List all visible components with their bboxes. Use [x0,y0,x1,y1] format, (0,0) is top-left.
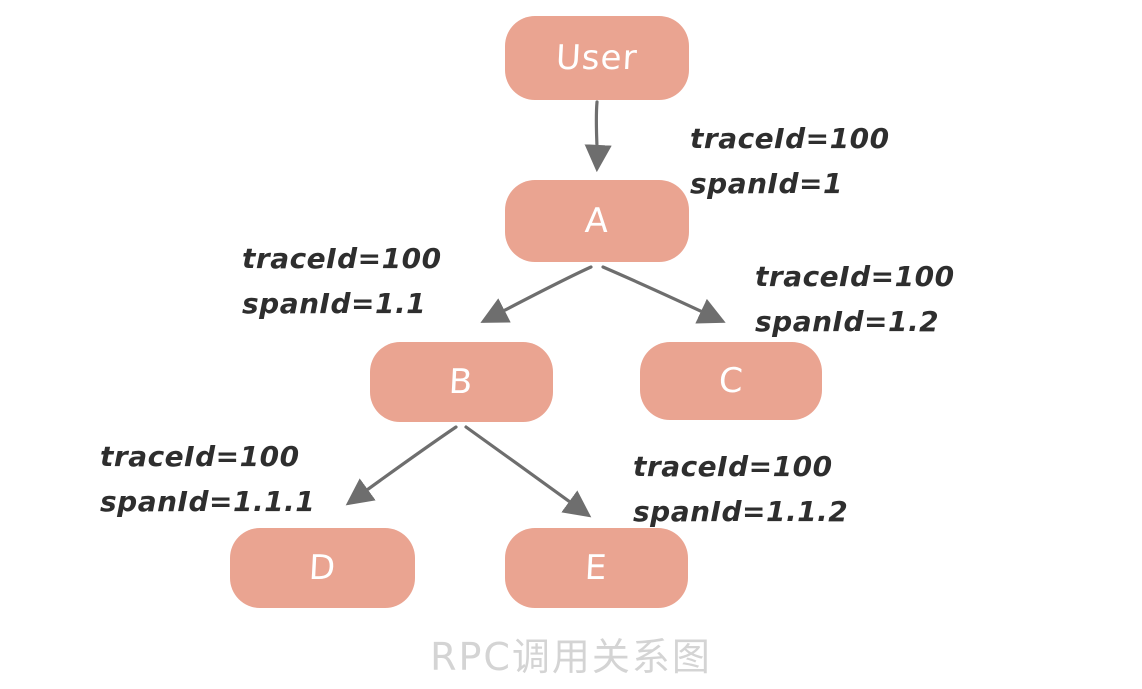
edge-label-a-b-line1: traceId=100 [242,242,442,275]
arrow-a-to-b [480,265,593,323]
node-user: User [505,16,689,100]
edge-label-b-e-line2: spanId=1.1.2 [633,495,849,528]
node-a: A [505,180,689,262]
node-d-label: D [307,548,338,588]
node-e-label: E [584,548,609,588]
edge-label-user-a-line2: spanId=1 [690,167,843,200]
node-a-label: A [583,201,611,241]
node-b: B [370,342,553,422]
edge-label-user-a: traceId=100 spanId=1 [690,116,890,206]
edge-label-a-c-line2: spanId=1.2 [755,305,940,338]
edge-label-user-a-line1: traceId=100 [690,122,890,155]
node-b-label: B [448,362,475,402]
edge-label-b-e-line1: traceId=100 [633,450,833,483]
edge-label-a-b-line2: spanId=1.1 [242,287,427,320]
edge-label-b-d-line2: spanId=1.1.1 [100,485,316,518]
node-d: D [230,528,415,608]
node-e: E [505,528,688,608]
edge-label-b-e: traceId=100 spanId=1.1.2 [633,444,848,534]
edge-label-b-d: traceId=100 spanId=1.1.1 [100,434,315,524]
node-user-label: User [555,38,639,78]
edge-label-a-c: traceId=100 spanId=1.2 [755,254,955,344]
arrow-a-to-c [601,265,726,324]
node-c-label: C [717,361,745,401]
edge-label-a-b: traceId=100 spanId=1.1 [242,236,442,326]
arrow-user-to-a [584,100,612,173]
node-c: C [640,342,822,420]
arrow-b-to-e [464,425,592,518]
edge-label-b-d-line1: traceId=100 [100,440,300,473]
edge-label-a-c-line1: traceId=100 [755,260,955,293]
diagram-caption: RPC调用关系图 [430,635,712,679]
arrow-b-to-d [345,425,458,506]
